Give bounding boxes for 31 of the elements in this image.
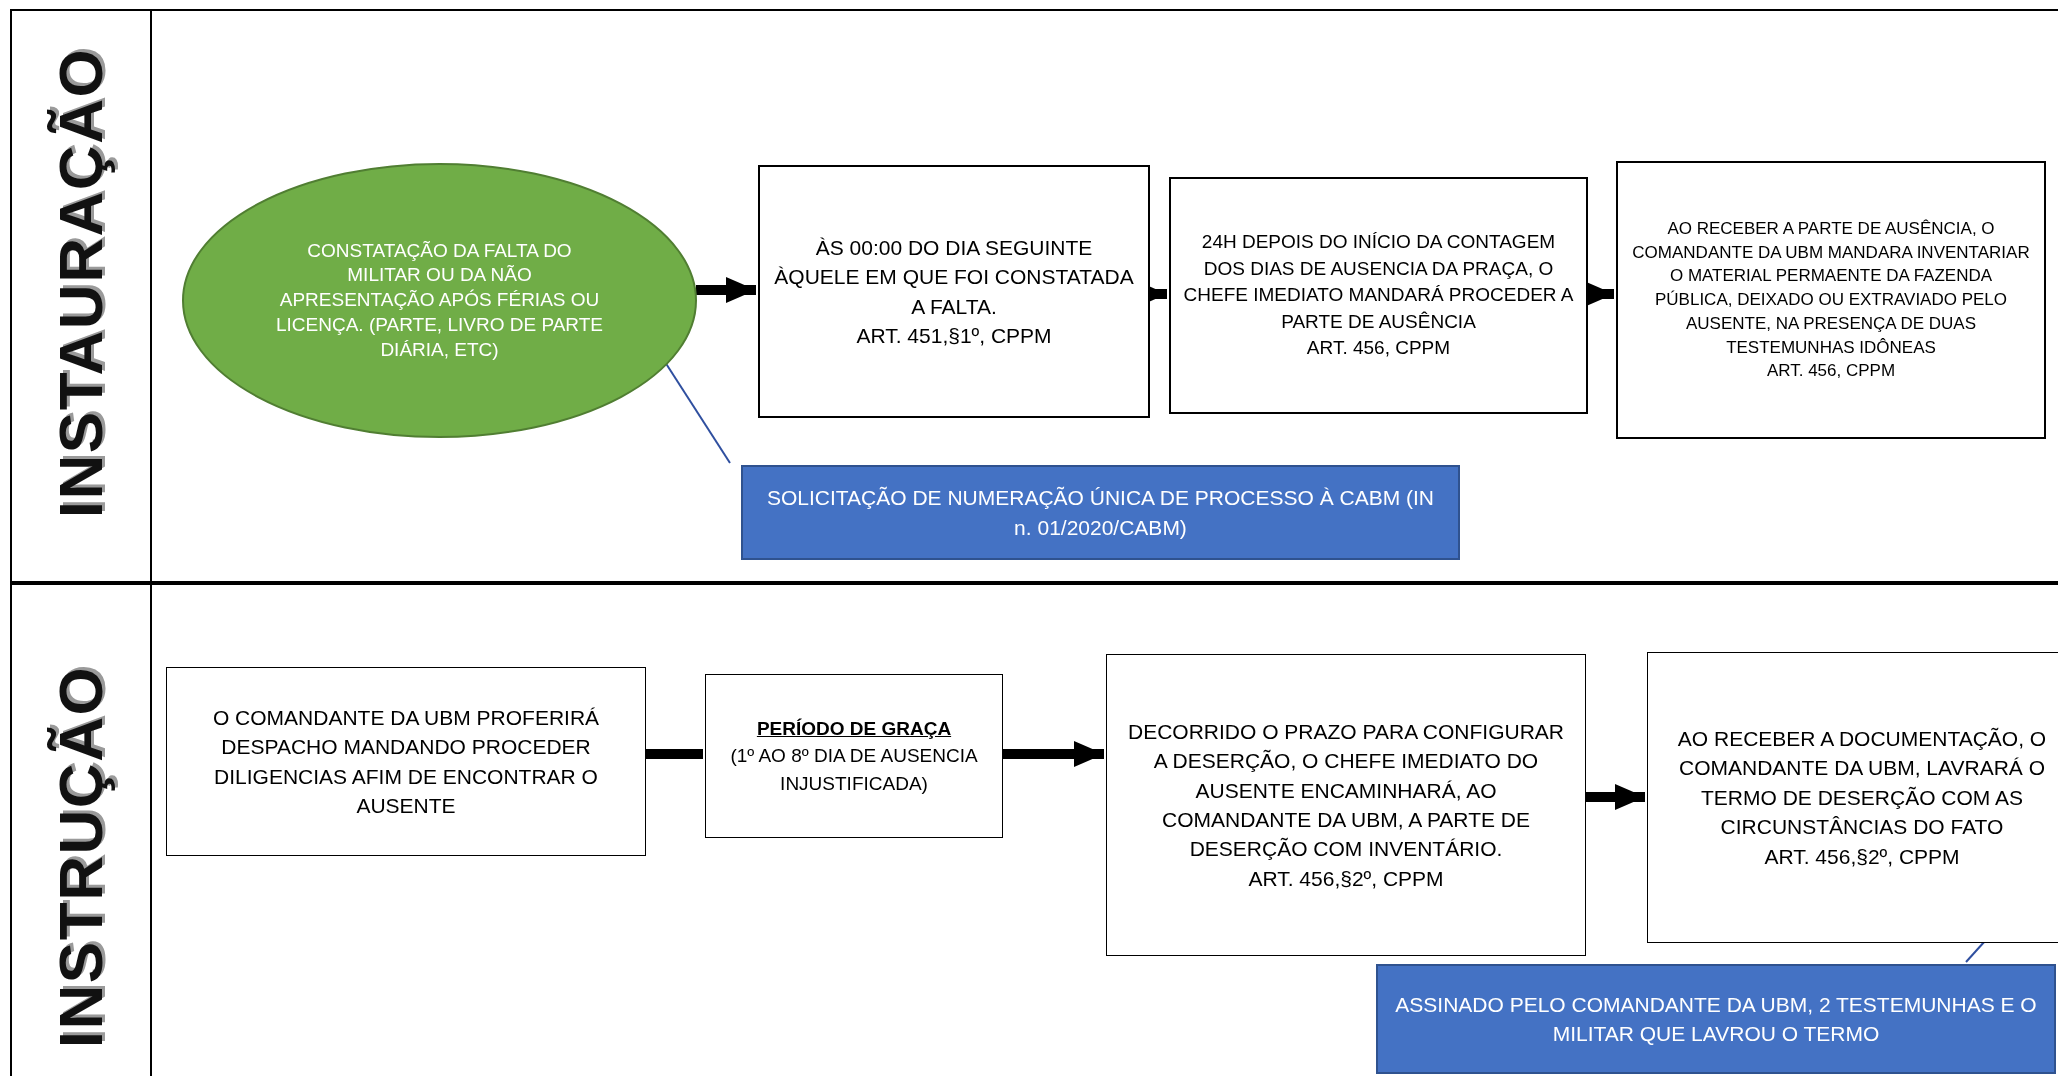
process-box — [166, 667, 646, 856]
box-text: ART. 456,§2º, CPPM — [1248, 865, 1444, 892]
box-text: DECORRIDO O PRAZO PARA CONFIGURAR A DESERÇÃO, O CHEFE IMEDIATO DO AUSENTE ENCAMINHARÁ, AO COMANDANTE DA UBM, A PARTE DE DESERÇÃO COM INVENTÁRIO. — [1127, 718, 1565, 863]
box-text: (1º AO 8º DIA DE AUSENCIA INJUSTIFICADA) — [729, 744, 979, 796]
process-box — [705, 674, 1003, 838]
box-text: PERÍODO DE GRAÇA — [756, 716, 952, 741]
box-text: ART. 456, CPPM — [1306, 336, 1451, 361]
swimlane — [10, 583, 2058, 1076]
leader-line — [664, 361, 731, 464]
box-text: O COMANDANTE DA UBM PROFERIRÁ DESPACHO MANDANDO PROCEDER DILIGENCIAS AFIM DE ENCONTRAR O AUSENTE — [211, 704, 601, 819]
process-box — [1169, 177, 1588, 414]
process-box — [758, 165, 1150, 418]
note-box — [741, 465, 1460, 560]
box-text: ÀS 00:00 DO DIA SEGUINTE ÀQUELE EM QUE FOI CONSTATADA A FALTA. — [773, 234, 1135, 320]
box-text: ASSINADO PELO COMANDANTE DA UBM, 2 TESTEMUNHAS E O MILITAR QUE LAVROU O TERMO — [1394, 991, 2038, 1047]
box-text: CONSTATAÇÃO DA FALTA DO MILITAR OU DA NÃO APRESENTAÇÃO APÓS FÉRIAS OU LICENÇA. (PARTE, LIVRO DE PARTE DIÁRIA, ETC) — [275, 238, 604, 362]
process-box — [1647, 652, 2058, 943]
swimlane — [10, 9, 2058, 583]
box-text: SOLICITAÇÃO DE NUMERAÇÃO ÚNICA DE PROCESSO À CABM (IN n. 01/2020/CABM) — [765, 485, 1436, 541]
block-arrow — [696, 277, 756, 303]
process-box — [1616, 161, 2046, 439]
box-text: 24H DEPOIS DO INÍCIO DA CONTAGEM DOS DIAS DE AUSENCIA DA PRAÇA, O CHEFE IMEDIATO MANDARÁ PROCEDER A PARTE DE AUSÊNCIA — [1183, 230, 1574, 334]
box-text: ART. 456, CPPM — [1766, 360, 1896, 383]
note-box — [1376, 964, 2056, 1074]
box-text: ART. 456,§2º, CPPM — [1764, 843, 1960, 870]
box-text: ART. 451,§1º, CPPM — [856, 322, 1052, 349]
block-arrow — [1584, 784, 1645, 810]
block-arrow — [1001, 741, 1104, 767]
box-text: AO RECEBER A DOCUMENTAÇÃO, O COMANDANTE DA UBM, LAVRARÁ O TERMO DE DESERÇÃO COM AS CIRCUNSTÂNCIAS DO FATO — [1676, 726, 2048, 841]
box-text: AO RECEBER A PARTE DE AUSÊNCIA, O COMANDANTE DA UBM MANDARA INVENTARIAR O MATERIAL PERMAENTE DA FAZENDA PÚBLICA, DEIXADO OU EXTRAVIADO PELO AUSENTE, NA PRESENÇA DE DUAS TESTEMUNHAS IDÔNEAS — [1631, 217, 2031, 359]
process-box — [1106, 654, 1586, 956]
